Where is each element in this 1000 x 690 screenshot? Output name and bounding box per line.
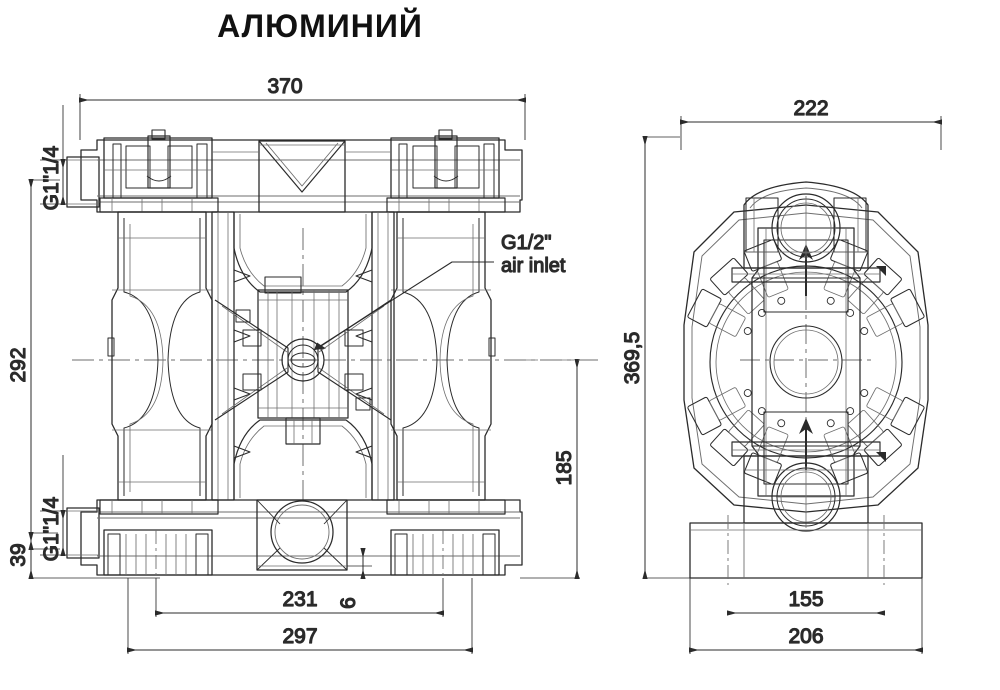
- dim-6: 6: [336, 548, 372, 609]
- dim-297-label: 297: [282, 625, 317, 648]
- callout-air-inlet-line1: G1/2": [501, 232, 551, 254]
- dim-292-label: 292: [7, 347, 30, 382]
- flow-arrow-lower: [799, 418, 813, 470]
- exhaust-muffler: [258, 140, 346, 213]
- left-valve-cage: [99, 129, 219, 213]
- bottom-manifold: [66, 499, 523, 578]
- dim-222: 222: [680, 96, 942, 150]
- dim-370-label: 370: [267, 75, 302, 98]
- right-bottom-valve-cage: [386, 499, 506, 578]
- dim-155: 155: [727, 587, 885, 616]
- side-bottom-port: [743, 455, 869, 532]
- dim-6-label: 6: [337, 597, 360, 609]
- page-title: АЛЮМИНИЙ: [217, 8, 423, 44]
- dim-206-label: 206: [788, 625, 823, 648]
- side-view: 222 369,5 155 206: [620, 96, 942, 654]
- side-air-motor-body: [731, 227, 886, 497]
- top-manifold: [66, 129, 523, 213]
- dim-155-label: 155: [788, 588, 823, 611]
- dim-g125-bottom-label: G1"1/4: [40, 496, 63, 561]
- dim-185: 185: [520, 359, 580, 579]
- dim-g125-bottom: G1"1/4: [39, 455, 67, 562]
- right-fluid-chamber: [390, 211, 496, 501]
- left-fluid-chamber: [107, 211, 213, 501]
- front-section-view: G1/2" air inlet 370 G1"1/4: [6, 74, 600, 654]
- dim-185-label: 185: [553, 450, 576, 485]
- side-top-port: [743, 181, 869, 269]
- dim-g125-top-label: G1"1/4: [40, 145, 63, 210]
- dim-231-label: 231: [282, 588, 317, 611]
- dim-292: 292: [6, 179, 60, 550]
- center-discharge-port: [256, 499, 348, 571]
- left-bottom-valve-cage: [99, 499, 219, 578]
- dim-39: 39: [6, 532, 160, 579]
- dim-206: 206: [689, 578, 923, 654]
- callout-air-inlet-line2: air inlet: [501, 255, 566, 277]
- dim-3695-label: 369,5: [621, 332, 644, 385]
- dim-370: 370: [79, 74, 526, 140]
- right-valve-cage: [386, 129, 506, 213]
- dim-g125-top: G1"1/4: [39, 105, 67, 211]
- callout-air-inlet: G1/2" air inlet: [313, 231, 567, 351]
- dim-297: 297: [127, 578, 473, 654]
- dim-231: 231: [155, 578, 444, 617]
- dim-222-label: 222: [793, 97, 828, 120]
- dim-39-label: 39: [7, 543, 30, 566]
- dim-3695: 369,5: [620, 136, 690, 579]
